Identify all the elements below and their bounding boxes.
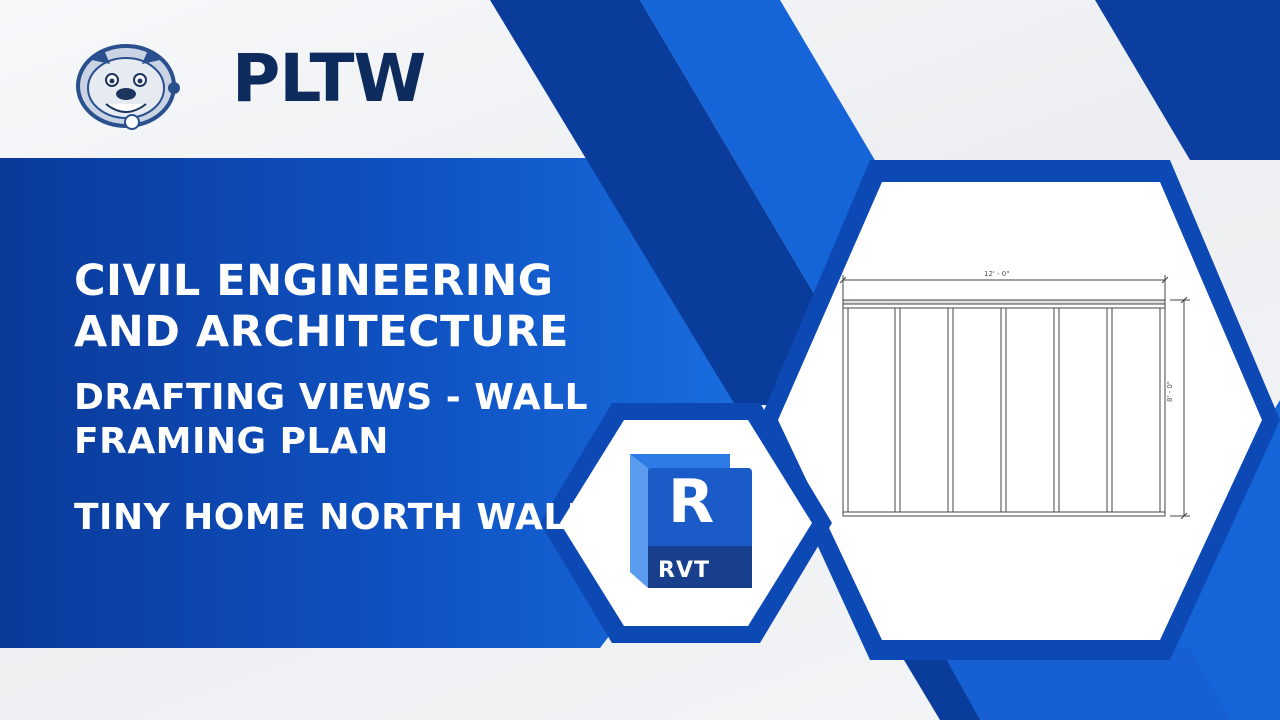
bulldog-mascot-icon bbox=[76, 44, 180, 130]
revit-letter: R bbox=[668, 467, 715, 537]
pltw-logo-text: PLTW bbox=[232, 40, 426, 117]
lesson-subtitle: DRAFTING VIEWS - WALL FRAMING PLAN bbox=[74, 377, 589, 462]
course-title: CIVIL ENGINEERING AND ARCHITECTURE bbox=[74, 256, 569, 357]
width-dimension-label: 12' - 0" bbox=[984, 270, 1010, 278]
top-right-stripe bbox=[1095, 0, 1280, 160]
bottom-stripe-bright bbox=[940, 648, 1230, 720]
title-block: CIVIL ENGINEERING AND ARCHITECTURE DRAFT… bbox=[74, 256, 654, 540]
wall-framing-drawing bbox=[839, 275, 1190, 520]
project-subtitle: TINY HOME NORTH WALL bbox=[74, 497, 591, 538]
revit-icon-shape bbox=[630, 454, 752, 588]
height-dimension-label: 8' - 0" bbox=[1166, 380, 1174, 402]
drawing-hexagon bbox=[778, 182, 1262, 640]
diagonal-stripe-dark bbox=[490, 0, 880, 405]
revit-label: RVT bbox=[658, 558, 710, 583]
revit-app-icon: R RVT bbox=[620, 448, 760, 598]
